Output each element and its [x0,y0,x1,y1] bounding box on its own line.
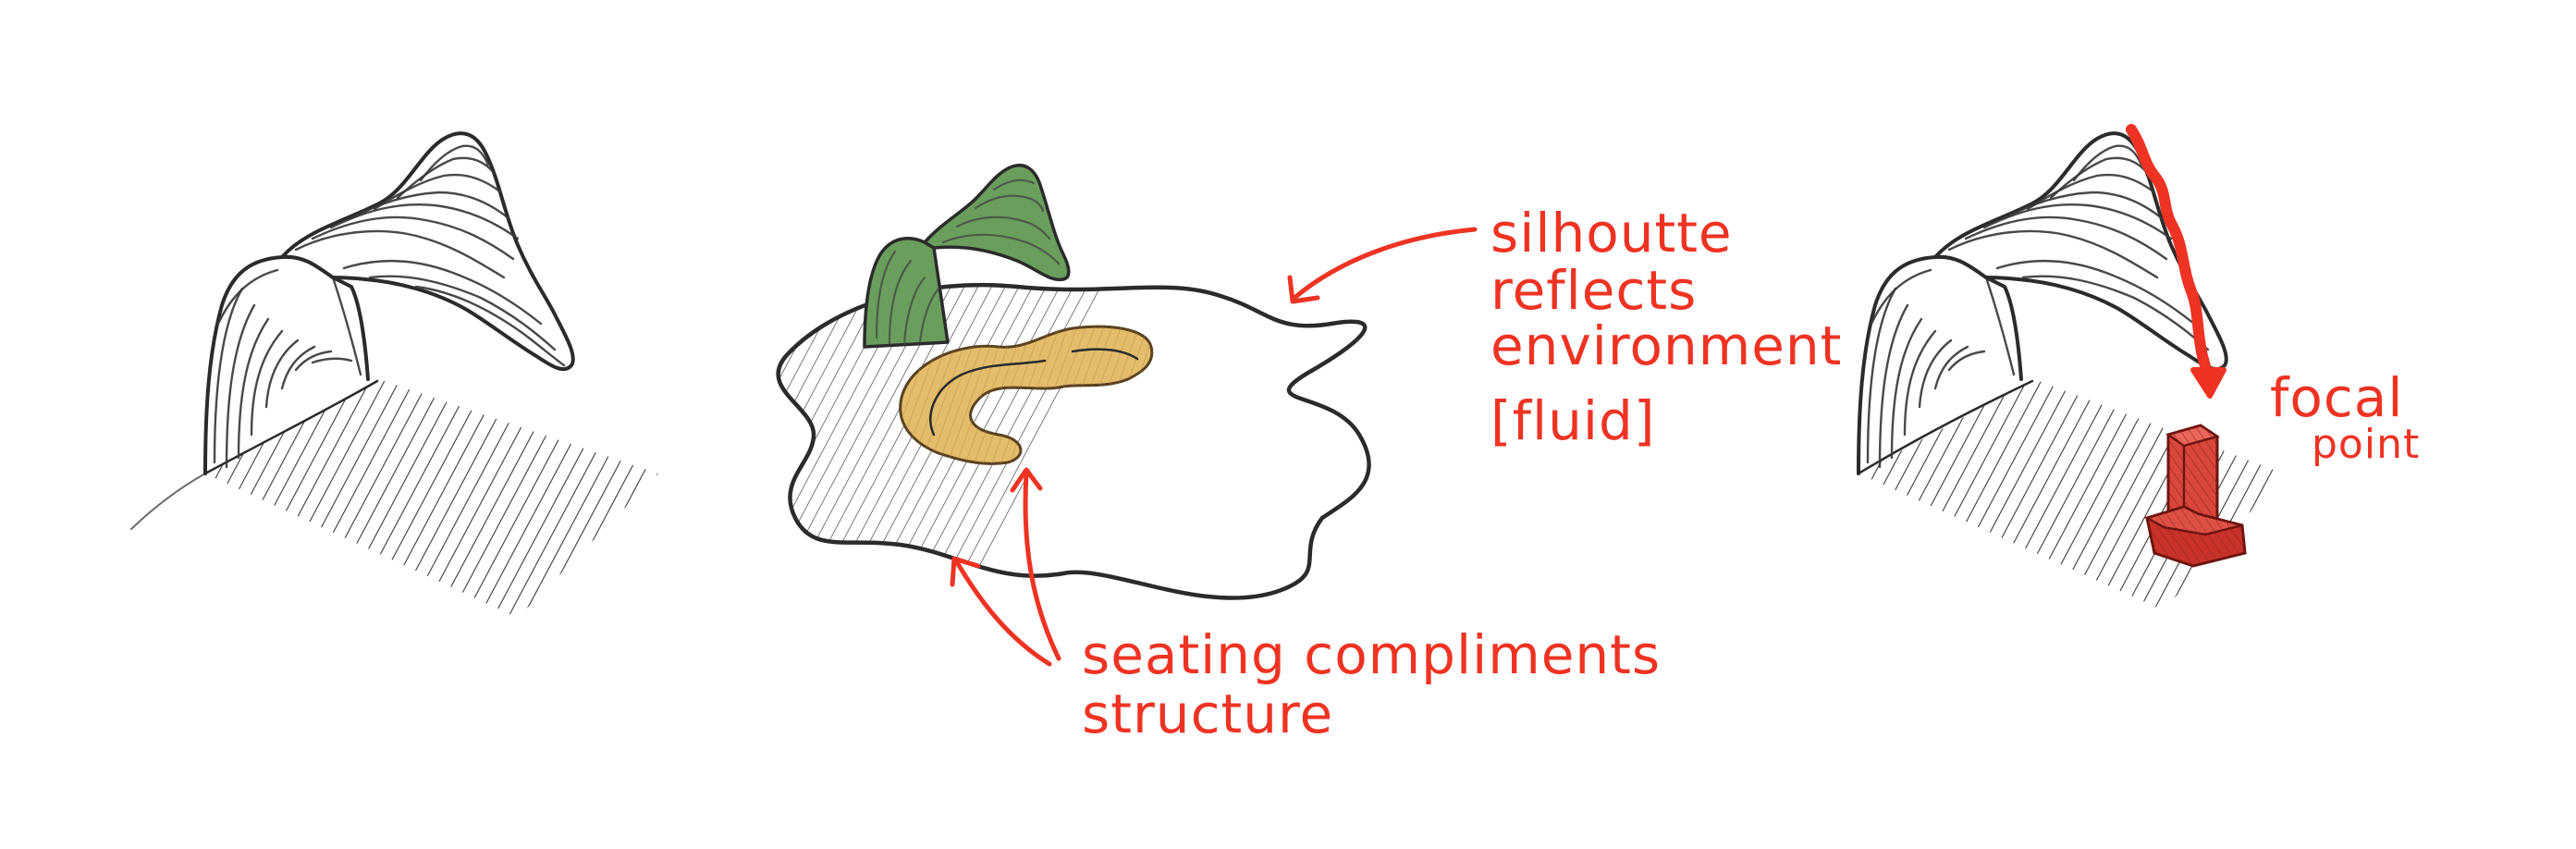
canopy-arch-right [1857,254,2023,475]
ground-line [130,473,206,530]
floor-blob-outline [776,282,1371,600]
canopy-wave [280,131,575,372]
focal-tower [2143,424,2247,568]
seating-tan [899,325,1154,465]
floor-hatching-right [1858,379,2284,610]
sketch-focal-point [1857,124,2284,610]
seating-line-2: structure [1082,683,1333,745]
silhouette-line-2: reflects [1490,259,1697,322]
seating-line-1: seating compliments [1082,623,1661,686]
annotation-silhouette: silhoutte reflects environment [fluid] [1490,202,1842,452]
floor-edge-right [1857,379,2034,475]
focal-path-arrow [2126,124,2226,399]
annotation-seating: seating compliments structure [1082,623,1661,745]
silhouette-line-3: environment [1490,314,1842,377]
silhouette-arrow [1287,227,1478,304]
canopy-wave-right [1933,131,2228,372]
focal-line-1: focal [2270,366,2403,429]
sketch-structure-plain [130,131,658,618]
silhouette-line-1: silhoutte [1490,202,1733,265]
canopy-arch [203,254,370,475]
sketch-fluid-layout [776,164,1478,667]
floor-hatching [205,379,658,618]
silhouette-line-4: [fluid] [1490,389,1655,452]
focal-line-2: point [2312,421,2420,468]
annotation-focal: focal point [2270,366,2420,468]
canopy-green [863,164,1071,349]
seating-arrows [950,467,1061,667]
floor-edge [203,379,379,475]
